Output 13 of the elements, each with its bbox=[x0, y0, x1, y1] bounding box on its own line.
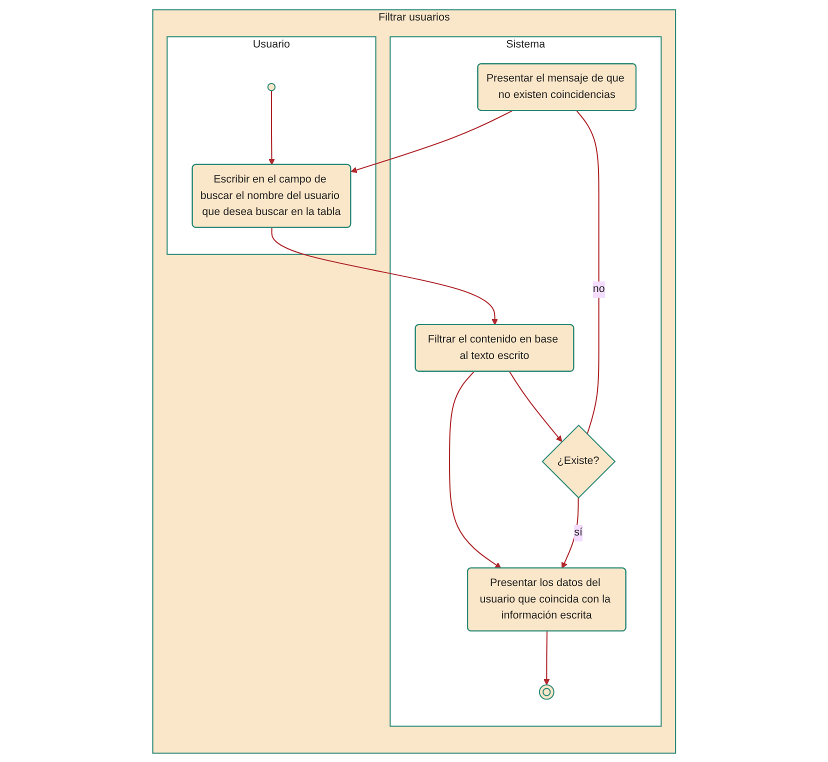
arrow bbox=[508, 370, 562, 442]
arrow bbox=[350, 110, 512, 173]
node-circle bbox=[538, 684, 554, 700]
arrow bbox=[271, 227, 498, 325]
edge-label: sí bbox=[574, 526, 582, 538]
arrow bbox=[543, 630, 550, 685]
arrow bbox=[268, 90, 275, 165]
arrow bbox=[561, 497, 579, 568]
connector bbox=[576, 110, 600, 434]
edge-label: no bbox=[592, 282, 605, 295]
node-circle bbox=[267, 82, 276, 91]
node-diamond: ¿Existe? bbox=[541, 424, 616, 498]
arrow bbox=[448, 370, 502, 568]
